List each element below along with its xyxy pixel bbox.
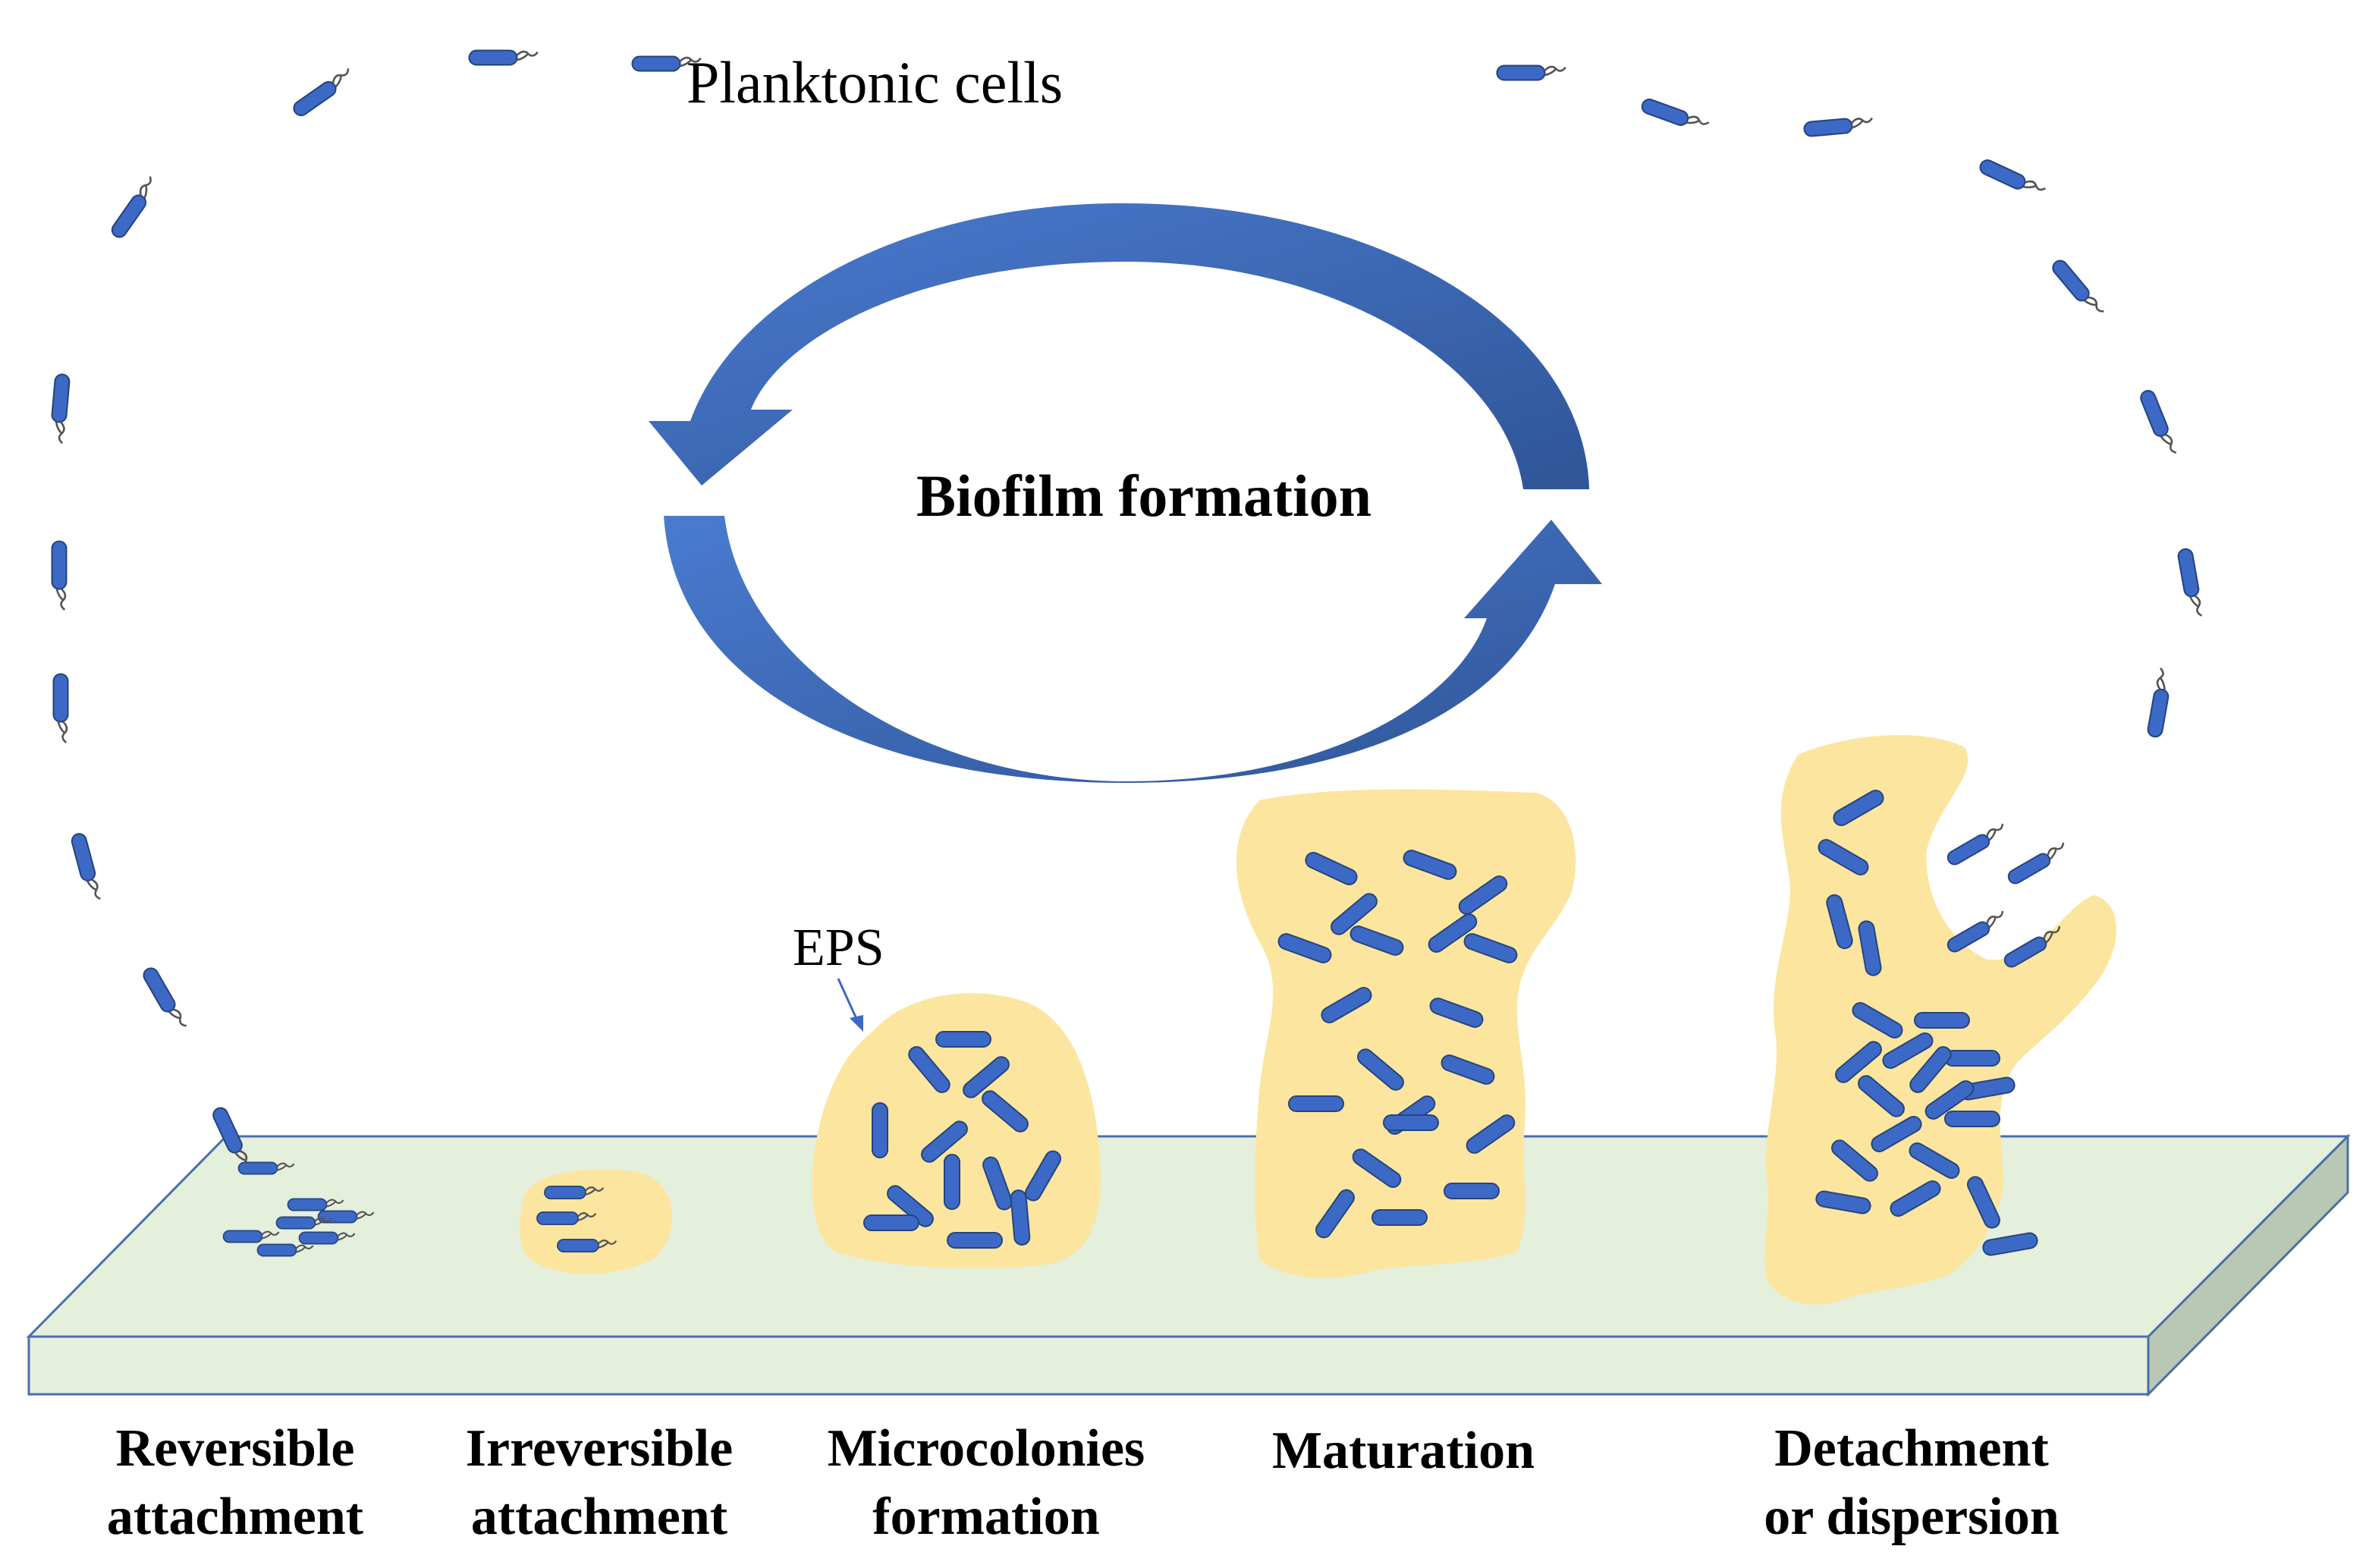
stage-label-detachment-line1: Detachment	[1774, 1419, 2049, 1478]
eps-label: EPS	[793, 919, 884, 977]
cycle-arrow-bottom	[664, 516, 1602, 783]
stage-label-maturation-line1: Maturation	[1272, 1422, 1535, 1480]
planktonic-cell	[52, 673, 69, 744]
planktonic-cell	[468, 49, 539, 66]
stage-label-detachment-line2: or dispersion	[1764, 1488, 2060, 1546]
planktonic-cell	[140, 964, 189, 1033]
planktonic-cell	[2138, 387, 2179, 459]
planktonic-cell	[108, 174, 162, 241]
planktonic-cell	[2049, 256, 2107, 321]
planktonic-cell	[1802, 115, 1874, 138]
stage-label-reversible-line2: attachment	[107, 1488, 363, 1546]
planktonic-cell	[51, 540, 68, 611]
planktonic-cell	[69, 831, 103, 903]
planktonic-cell	[290, 66, 357, 120]
stage-label-irreversible-line2: attachment	[471, 1488, 727, 1546]
stage-dispersing-biofilm	[1764, 734, 2116, 1305]
planktonic-cell	[49, 372, 71, 445]
planktonic-cell	[1639, 96, 1711, 136]
stage-label-microcolonies-line2: formation	[872, 1488, 1099, 1546]
planktonic-cell	[2176, 547, 2204, 619]
stage-microcolony	[812, 993, 1101, 1269]
stage-label-reversible-line1: Reversible	[116, 1419, 355, 1478]
planktonic-cells-label: Planktonic cells	[687, 49, 1063, 115]
cycle-arrows	[649, 203, 1602, 783]
eps-pointer	[837, 978, 863, 1032]
stage-labels: Reversible attachment Irreversible attac…	[107, 1419, 2060, 1546]
stage-irreversible-biofilm	[520, 1169, 673, 1274]
cycle-arrow-top	[649, 203, 1589, 489]
stage-label-microcolonies-line1: Microcolonies	[828, 1419, 1145, 1478]
stage-mature-biofilm	[1236, 789, 1576, 1278]
stage-label-irreversible-line1: Irreversible	[466, 1419, 733, 1478]
planktonic-cell	[1496, 64, 1567, 81]
planktonic-cell	[1977, 156, 2047, 201]
cycle-title: Biofilm formation	[916, 463, 1371, 529]
planktonic-cell	[2145, 667, 2174, 739]
